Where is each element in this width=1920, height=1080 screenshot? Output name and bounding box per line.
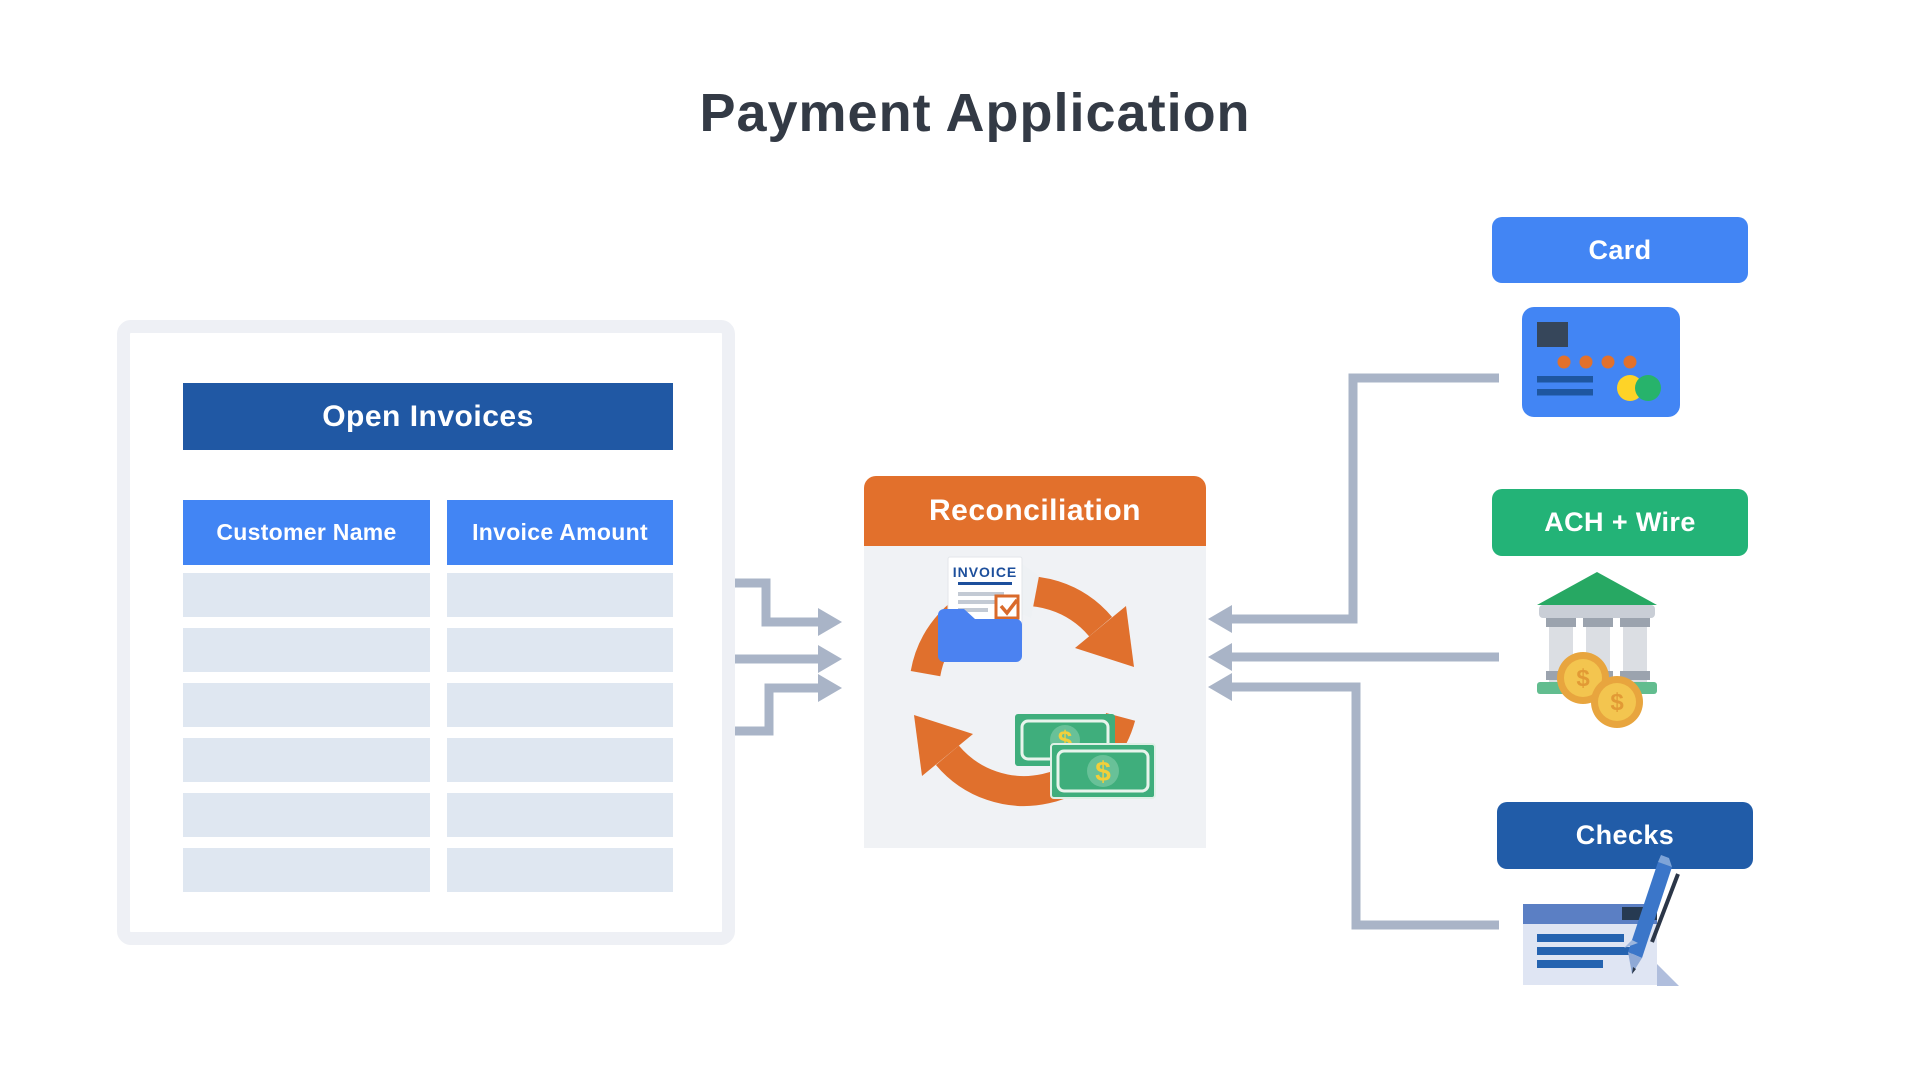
customer-name-cell [183, 683, 430, 727]
connector-checks [1232, 682, 1499, 930]
open-invoices-title: Open Invoices [322, 399, 534, 433]
reconciliation-cycle-icon: INVOICE $ [910, 556, 1156, 807]
check-icon [1523, 855, 1680, 986]
customer-name-cell [183, 793, 430, 837]
arrowhead-right-1 [818, 608, 842, 636]
invoice-rows [130, 573, 722, 903]
ach-wire-label-text: ACH + Wire [1544, 507, 1696, 537]
arrowhead-right-3 [818, 674, 842, 702]
dollar-sign: $ [1610, 689, 1624, 716]
reconciliation-header: Reconciliation [864, 476, 1206, 546]
reconciliation-body: INVOICE $ [864, 546, 1206, 848]
customer-name-cell [183, 573, 430, 617]
checks-label: Checks [1497, 802, 1753, 869]
arrowhead-left-3 [1208, 673, 1232, 701]
invoice-amount-cell [447, 683, 673, 727]
pen-icon [1624, 855, 1680, 974]
card-label: Card [1492, 217, 1748, 283]
folder-icon [938, 609, 1022, 662]
invoice-amount-cell [447, 573, 673, 617]
invoice-amount-cell [447, 848, 673, 892]
reconciliation-box: Reconciliation INVOICE [864, 476, 1206, 848]
invoice-amount-cell [447, 628, 673, 672]
dollar-sign: $ [1095, 756, 1111, 787]
arrowhead-left-2 [1208, 643, 1232, 671]
table-row [130, 848, 722, 892]
column-header-customer-name: Customer Name [183, 500, 430, 565]
card-label-text: Card [1588, 234, 1652, 265]
bank-icon: $ $ [1537, 572, 1657, 728]
invoice-amount-label: Invoice Amount [472, 519, 648, 545]
customer-name-cell [183, 738, 430, 782]
arrowhead-left-1 [1208, 605, 1232, 633]
table-row [130, 738, 722, 782]
table-row [130, 683, 722, 727]
checks-label-text: Checks [1575, 820, 1675, 850]
arrowhead-right-2 [818, 645, 842, 673]
dollar-sign: $ [1576, 665, 1590, 692]
customer-name-cell [183, 848, 430, 892]
invoice-amount-cell [447, 793, 673, 837]
reconciliation-title: Reconciliation [928, 494, 1142, 527]
connector-card [1232, 373, 1499, 624]
table-row [130, 793, 722, 837]
invoice-amount-cell [447, 738, 673, 782]
coins-icon: $ $ [1557, 652, 1643, 728]
credit-card-icon [1522, 307, 1680, 417]
money-bills-icon: $ $ [1015, 714, 1156, 799]
customer-name-cell [183, 628, 430, 672]
table-row [130, 573, 722, 617]
open-invoices-panel: Open Invoices Customer Name Invoice Amou… [117, 320, 735, 945]
page-title: Payment Application [699, 83, 1251, 143]
open-invoices-header: Open Invoices [183, 383, 673, 450]
customer-name-label: Customer Name [216, 519, 397, 545]
table-row [130, 628, 722, 672]
column-header-invoice-amount: Invoice Amount [447, 500, 673, 565]
invoice-doc-label: INVOICE [953, 564, 1018, 580]
ach-wire-label: ACH + Wire [1492, 489, 1748, 556]
